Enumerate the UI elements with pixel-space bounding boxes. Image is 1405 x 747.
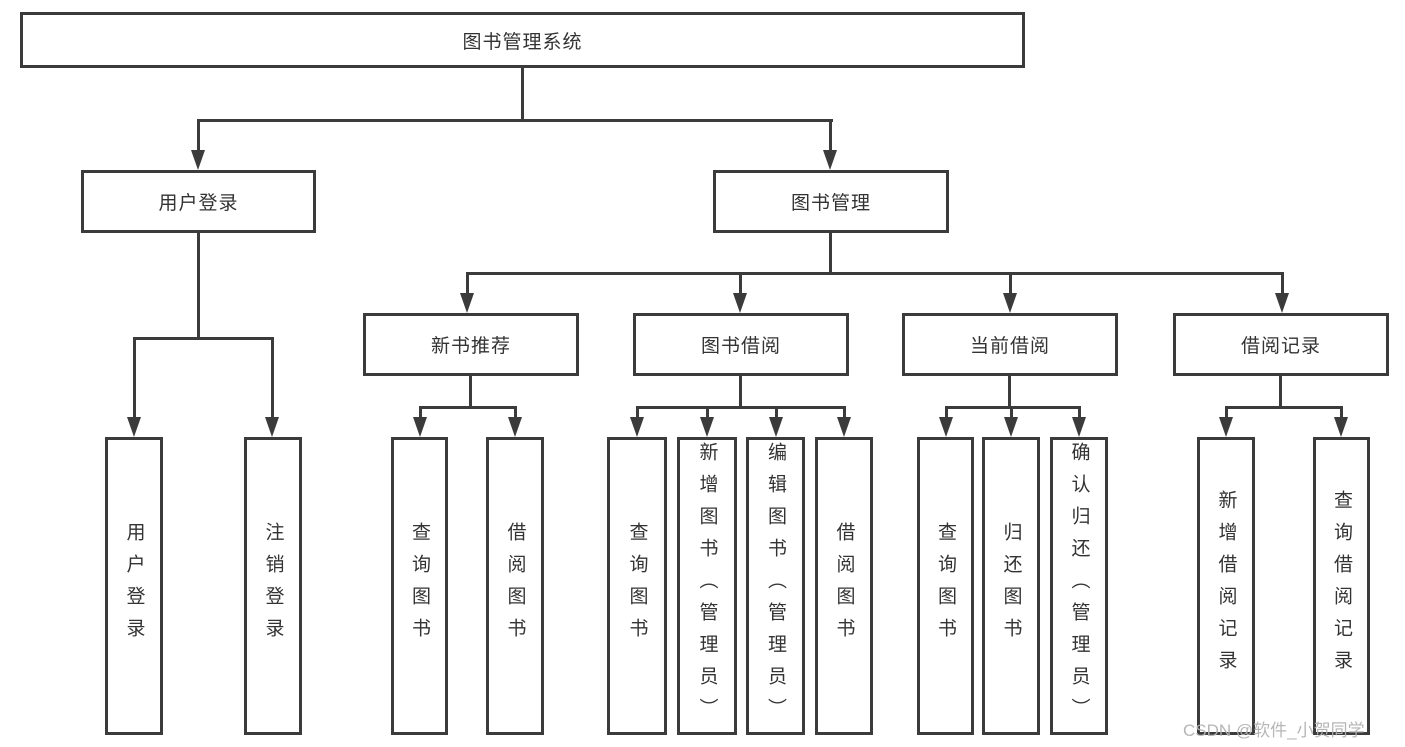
connector-user-login-down	[197, 233, 200, 337]
node-current-borrowing: 当前借阅	[902, 313, 1118, 376]
leaf-node-logout-label: 注销登录	[262, 522, 284, 650]
csdn-watermark: CSDN @软件_小贺同学	[1183, 721, 1365, 740]
leaf-node-add-borrow-record: 新增借阅记录	[1197, 437, 1255, 735]
connector-new-book-recommend-branch	[419, 406, 517, 409]
connector-current-borrowing-down	[1008, 376, 1011, 406]
node-book-management: 图书管理	[713, 170, 949, 233]
leaf-node-query-books-current: 查询图书	[917, 437, 974, 735]
connector-stub-query-books-2	[636, 406, 639, 418]
arrow-to-return-books	[1004, 417, 1018, 437]
node-book-management-label: 图书管理	[790, 193, 871, 214]
connector-root-down	[521, 68, 524, 119]
leaf-node-logout: 注销登录	[244, 437, 302, 735]
connector-stub-book-management	[829, 119, 832, 151]
arrow-to-user-login	[191, 150, 205, 170]
connector-new-book-recommend-down	[469, 376, 472, 406]
leaf-node-borrow-books-recommend-label: 借阅图书	[504, 522, 526, 650]
arrow-to-query-books-3	[939, 417, 953, 437]
node-book-borrowing-label: 图书借阅	[700, 336, 781, 357]
arrow-to-query-borrow-record	[1334, 417, 1348, 437]
arrow-to-add-borrow-record	[1219, 417, 1233, 437]
node-user-login-label: 用户登录	[158, 193, 239, 214]
leaf-node-query-books-recommend: 查询图书	[391, 437, 448, 735]
leaf-node-query-books-borrowing: 查询图书	[607, 437, 667, 735]
arrow-to-leaf-logout	[265, 417, 279, 437]
node-borrowing-records: 借阅记录	[1173, 313, 1389, 376]
node-book-borrowing: 图书借阅	[633, 313, 849, 376]
leaf-node-return-books: 归还图书	[982, 437, 1040, 735]
node-new-book-recommend-label: 新书推荐	[430, 336, 511, 357]
arrow-to-add-books	[700, 417, 714, 437]
node-current-borrowing-label: 当前借阅	[969, 336, 1050, 357]
connector-stub-edit-books	[775, 406, 778, 418]
arrow-to-confirm-return	[1072, 417, 1086, 437]
leaf-node-confirm-return-admin: 确认归还（管理员）	[1050, 437, 1108, 735]
connector-stub-query-books-1	[419, 406, 422, 418]
arrow-to-new-book-recommend	[460, 293, 474, 313]
leaf-node-add-books-admin: 新增图书（管理员）	[677, 437, 737, 735]
leaf-node-query-borrow-record: 查询借阅记录	[1313, 437, 1370, 735]
connector-user-login-branch	[133, 337, 274, 340]
leaf-node-borrow-books: 借阅图书	[815, 437, 873, 735]
arrow-to-borrow-books-2	[837, 417, 851, 437]
connector-root-branch	[197, 119, 833, 122]
arrow-to-leaf-login	[127, 417, 141, 437]
connector-stub-book-borrowing	[739, 272, 742, 294]
arrow-to-book-borrowing	[733, 293, 747, 313]
node-root-label: 图书管理系统	[462, 31, 583, 53]
leaf-node-query-books-recommend-label: 查询图书	[409, 522, 430, 650]
connector-stub-user-login	[197, 119, 200, 151]
leaf-node-add-borrow-record-label: 新增借阅记录	[1215, 490, 1237, 682]
leaf-node-borrow-books-label: 借阅图书	[833, 522, 855, 650]
connector-stub-borrow-books-2	[843, 406, 846, 418]
connector-book-management-branch	[466, 272, 1284, 275]
arrow-to-edit-books	[769, 417, 783, 437]
node-root: 图书管理系统	[20, 12, 1025, 68]
connector-book-management-down	[829, 233, 832, 272]
connector-stub-leaf-login	[133, 337, 136, 418]
connector-stub-query-borrow-record	[1340, 406, 1343, 418]
leaf-node-return-books-label: 归还图书	[1000, 522, 1022, 650]
node-new-book-recommend: 新书推荐	[363, 313, 579, 376]
connector-current-borrowing-branch	[945, 406, 1081, 409]
connector-stub-add-borrow-record	[1225, 406, 1228, 418]
leaf-node-user-login: 用户登录	[105, 437, 163, 735]
connector-stub-return-books	[1010, 406, 1013, 418]
connector-borrowing-records-down	[1279, 376, 1282, 406]
leaf-node-query-books-borrowing-label: 查询图书	[626, 522, 648, 650]
connector-stub-query-books-3	[945, 406, 948, 418]
arrow-to-book-management	[823, 150, 837, 170]
leaf-node-user-login-label: 用户登录	[123, 522, 145, 650]
arrow-to-query-books-2	[630, 417, 644, 437]
node-user-login: 用户登录	[81, 170, 316, 233]
arrow-to-borrow-books-1	[508, 417, 522, 437]
leaf-node-edit-books-admin-label: 编辑图书（管理员）	[765, 442, 786, 730]
leaf-node-query-books-current-label: 查询图书	[935, 522, 956, 650]
leaf-node-borrow-books-recommend: 借阅图书	[486, 437, 544, 735]
connector-stub-new-book-recommend	[466, 272, 469, 294]
arrow-to-query-books-1	[413, 417, 427, 437]
leaf-node-query-borrow-record-label: 查询借阅记录	[1331, 490, 1352, 682]
leaf-node-confirm-return-admin-label: 确认归还（管理员）	[1068, 442, 1090, 730]
connector-stub-borrow-books-1	[514, 406, 517, 418]
connector-stub-borrowing-records	[1281, 272, 1284, 294]
node-borrowing-records-label: 借阅记录	[1240, 336, 1321, 357]
leaf-node-add-books-admin-label: 新增图书（管理员）	[696, 442, 718, 730]
connector-stub-add-books	[706, 406, 709, 418]
connector-stub-current-borrowing	[1009, 272, 1012, 294]
connector-book-borrowing-branch	[636, 406, 846, 409]
arrow-to-current-borrowing	[1003, 293, 1017, 313]
arrow-to-borrowing-records	[1275, 293, 1289, 313]
connector-borrowing-records-branch	[1225, 406, 1343, 409]
connector-stub-leaf-logout	[271, 337, 274, 418]
connector-stub-confirm-return	[1078, 406, 1081, 418]
connector-book-borrowing-down	[739, 376, 742, 406]
leaf-node-edit-books-admin: 编辑图书（管理员）	[746, 437, 805, 735]
